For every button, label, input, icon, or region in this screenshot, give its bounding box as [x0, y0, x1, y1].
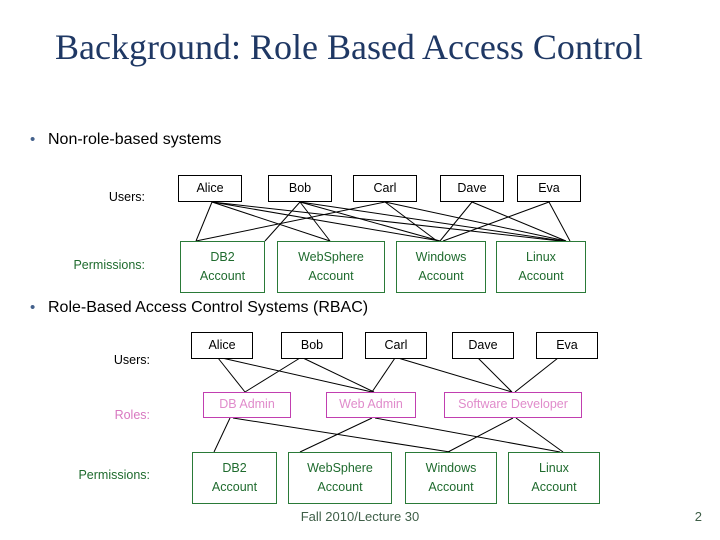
- node-label: Dave: [468, 337, 498, 352]
- bullet-marker-icon: •: [30, 131, 36, 148]
- permission-node-windows-account[interactable]: Windows Account: [396, 241, 486, 293]
- user-node-alice[interactable]: Alice: [178, 175, 242, 202]
- footer-lecture-label: Fall 2010/Lecture 30: [300, 509, 420, 524]
- page-title: Background: Role Based Access Control: [55, 27, 643, 67]
- node-label: Carl: [384, 337, 408, 352]
- user-node-bob[interactable]: Bob: [281, 332, 343, 359]
- permission-node-linux-account[interactable]: Linux Account: [508, 452, 600, 504]
- role-node-web-admin[interactable]: Web Admin: [326, 392, 416, 418]
- row-label-permissions: Permissions:: [78, 468, 150, 482]
- role-node-software-developer[interactable]: Software Developer: [444, 392, 582, 418]
- node-label-line2: Account: [418, 269, 464, 283]
- node-label: Dave: [457, 180, 487, 195]
- footer-page-number: 2: [694, 509, 702, 524]
- node-label-line2: Account: [531, 480, 577, 494]
- bullet-label: Role-Based Access Control Systems (RBAC): [48, 299, 369, 316]
- node-label: Alice: [196, 180, 224, 195]
- role-node-db-admin[interactable]: DB Admin: [203, 392, 291, 418]
- node-label: Eva: [538, 180, 560, 195]
- user-node-eva[interactable]: Eva: [517, 175, 581, 202]
- node-label-line1: WebSphere: [298, 249, 364, 264]
- permission-node-linux-account[interactable]: Linux Account: [496, 241, 586, 293]
- row-label-users: Users:: [108, 190, 145, 204]
- node-label: Alice: [208, 337, 236, 352]
- node-label-line1: Windows: [415, 249, 467, 264]
- row-label-roles: Roles:: [114, 408, 150, 422]
- user-node-alice[interactable]: Alice: [191, 332, 253, 359]
- node-label: Bob: [300, 337, 324, 352]
- node-label-line2: Account: [428, 480, 474, 494]
- permission-node-windows-account[interactable]: Windows Account: [405, 452, 497, 504]
- node-label: Software Developer: [458, 397, 568, 412]
- permission-node-db2-account[interactable]: DB2 Account: [180, 241, 265, 293]
- user-node-bob[interactable]: Bob: [268, 175, 332, 202]
- node-label-line2: Account: [317, 480, 363, 494]
- permission-node-websphere-account[interactable]: WebSphere Account: [277, 241, 385, 293]
- user-node-dave[interactable]: Dave: [440, 175, 504, 202]
- permission-node-db2-account[interactable]: DB2 Account: [192, 452, 277, 504]
- bullet-item-non-role-based: • Non-role-based systems: [22, 131, 221, 149]
- user-node-carl[interactable]: Carl: [365, 332, 427, 359]
- node-label-line2: Account: [211, 480, 258, 494]
- node-label: Eva: [556, 337, 578, 352]
- permission-node-websphere-account[interactable]: WebSphere Account: [288, 452, 392, 504]
- user-node-carl[interactable]: Carl: [353, 175, 417, 202]
- row-label-permissions: Permissions:: [73, 258, 145, 272]
- node-label-line2: Account: [518, 269, 564, 283]
- bullet-label: Non-role-based systems: [48, 131, 222, 148]
- node-label-line1: Linux: [526, 249, 556, 264]
- node-label-line2: Account: [308, 269, 354, 283]
- node-label: Bob: [288, 180, 312, 195]
- node-label-line1: Linux: [539, 460, 569, 475]
- node-label-line2: Account: [199, 269, 246, 283]
- node-label-line1: DB2: [222, 460, 247, 475]
- user-node-eva[interactable]: Eva: [536, 332, 598, 359]
- node-label-line1: Windows: [425, 460, 477, 475]
- node-label: Web Admin: [339, 397, 403, 412]
- row-label-users: Users:: [113, 353, 150, 367]
- node-label: DB Admin: [219, 397, 275, 412]
- bullet-item-rbac: • Role-Based Access Control Systems (RBA…: [22, 299, 368, 317]
- bullet-marker-icon: •: [30, 299, 36, 316]
- node-label-line1: WebSphere: [307, 460, 373, 475]
- node-label-line1: DB2: [210, 249, 235, 264]
- node-label: Carl: [373, 180, 397, 195]
- user-node-dave[interactable]: Dave: [452, 332, 514, 359]
